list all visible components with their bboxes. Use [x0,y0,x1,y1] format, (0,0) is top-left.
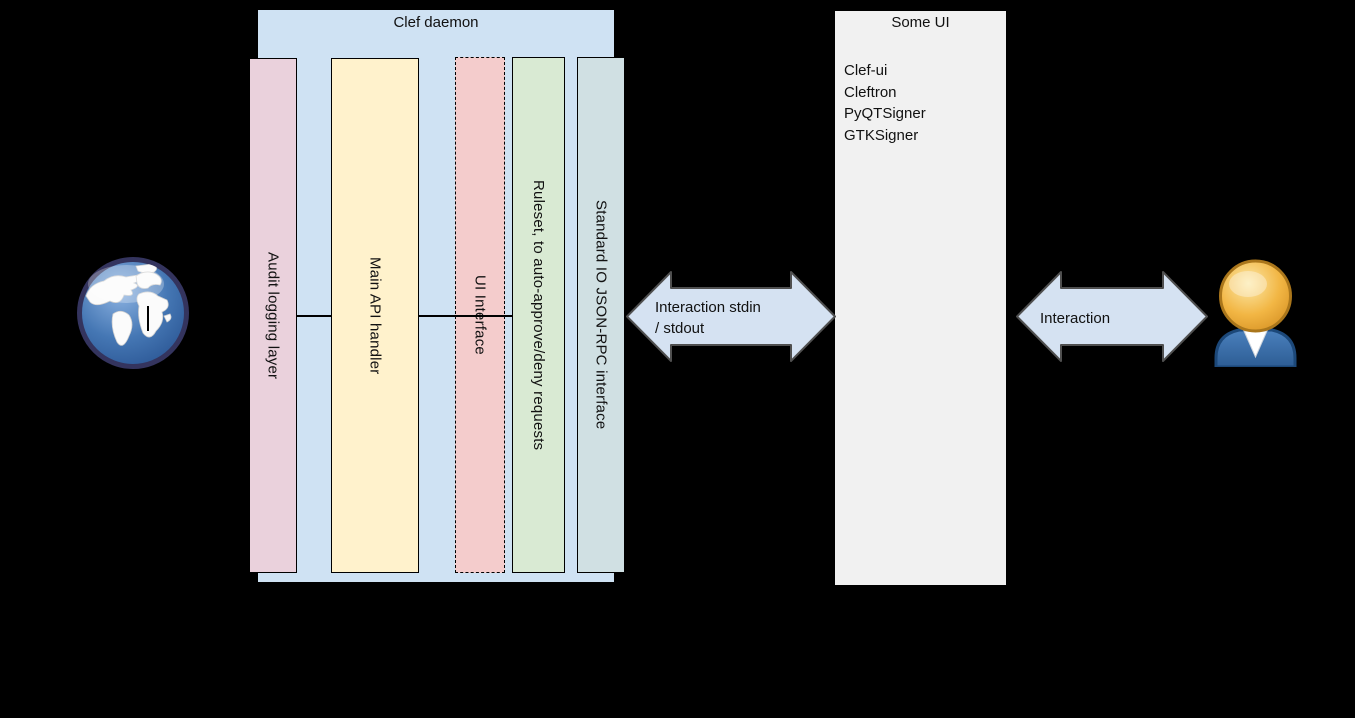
bar-audit-logging-layer: Audit logging layer [249,58,297,573]
label-line-1: Interaction stdin [655,299,761,316]
ui-list-item: GTKSigner [844,126,919,144]
ui-list-item: Clef-ui [844,62,888,79]
globe-icon [77,257,189,369]
connector-audit-to-api [296,315,332,317]
label-line-2: / stdout [655,320,705,337]
some-ui-box [833,9,1008,587]
stray-cursor-mark [147,306,149,331]
bar-main-api-handler: Main API handler [331,58,419,573]
double-arrow-shape [1016,271,1208,362]
bar-label: Ruleset, to auto-approve/deny requests [530,179,547,451]
bar-ruleset: Ruleset, to auto-approve/deny requests [512,57,565,573]
connector-api-to-ruleset [418,315,513,317]
bar-label: Standard IO JSON-RPC interface [592,200,610,430]
ui-list-item: PyQTSigner [844,105,926,122]
clef-daemon-title: Clef daemon [393,14,479,31]
interaction-stdio-label: Interaction stdin / stdout [655,297,761,339]
some-ui-list: Clef-ui Cleftron PyQTSigner GTKSigner [844,60,926,146]
bar-label: Main API handler [366,256,384,375]
interaction-user-arrow [1016,271,1208,362]
double-arrow-shape [626,271,836,362]
some-ui-title: Some UI [891,14,950,31]
interaction-user-label: Interaction [1040,310,1111,327]
interaction-stdio-arrow [626,271,836,362]
bar-label: Audit logging layer [264,251,282,380]
user-icon [1214,259,1297,367]
bar-stdio-jsonrpc-interface: Standard IO JSON-RPC interface [577,57,625,573]
ui-list-item: Cleftron [844,83,897,101]
